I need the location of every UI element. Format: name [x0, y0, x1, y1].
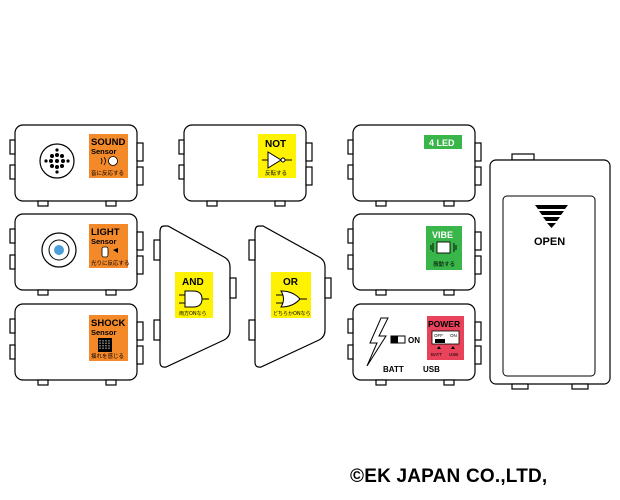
and-caption: 両方ONなら	[179, 310, 207, 317]
not-title: NOT	[265, 139, 286, 150]
or-gate-module: OR どちらかONなら	[248, 225, 332, 368]
not-gate-icon	[262, 151, 292, 169]
not-caption: 反転する	[265, 169, 287, 177]
vibration-motor-icon	[430, 241, 457, 254]
sound-caption: 音に反応する	[91, 169, 124, 177]
or-gate-icon	[276, 290, 307, 308]
and-gate-icon	[179, 290, 209, 308]
or-title: OR	[283, 277, 299, 288]
sound-subtitle: Sensor	[91, 147, 117, 156]
hand-flashlight-icon	[101, 246, 118, 258]
power-title: POWER	[428, 319, 460, 329]
led-label-panel	[424, 135, 462, 149]
sound-label-panel	[89, 134, 128, 178]
not-gate-module: NOT 反転する	[178, 124, 313, 207]
shock-sensor-module: SHOCK Sensor 揺れを感じる	[9, 303, 144, 386]
usb-label: USB	[423, 365, 440, 374]
not-label-panel	[258, 134, 296, 178]
led-title: 4 LED	[429, 138, 455, 148]
sound-title: SOUND	[91, 137, 125, 148]
lightning-bolt-icon	[366, 317, 389, 367]
light-sensor-lens-icon	[41, 232, 77, 268]
microphone-icon	[39, 143, 75, 179]
and-title: AND	[182, 277, 204, 288]
light-caption: 光りに反応する	[91, 259, 130, 267]
vibe-module: VIBE 振動する	[347, 213, 482, 296]
power-arrow-batt: BATT	[431, 352, 442, 357]
led-module: 4 LED	[347, 124, 482, 207]
light-subtitle: Sensor	[91, 237, 117, 246]
and-gate-module: AND 両方ONなら	[153, 225, 237, 368]
shock-title: SHOCK	[91, 318, 125, 329]
power-switch-on-text: ON	[450, 333, 457, 338]
open-label: OPEN	[534, 236, 565, 248]
power-switch-icon	[390, 335, 406, 344]
open-arrow-icon	[535, 205, 568, 228]
or-caption: どちらかONなら	[273, 310, 311, 317]
power-on-label: ON	[408, 336, 420, 345]
copyright-notice: ©EK JAPAN CO.,LTD,	[350, 466, 548, 487]
light-label-panel	[89, 224, 128, 268]
shock-subtitle: Sensor	[91, 328, 117, 337]
shock-caption: 揺れを感じる	[91, 352, 124, 360]
vibe-title: VIBE	[432, 230, 453, 240]
power-arrow-usb: USB	[449, 352, 458, 357]
batt-label: BATT	[383, 365, 404, 374]
power-switch-off-text: OFF	[434, 333, 443, 338]
light-sensor-module: LIGHT Sensor 光りに反応する	[9, 213, 144, 296]
power-module: ON BATT USB POWER OFF ON BATT USB	[347, 303, 482, 386]
sound-sensor-module: SOUND Sensor 音に反応する	[9, 124, 144, 207]
ear-icon	[100, 156, 118, 166]
light-title: LIGHT	[91, 227, 120, 238]
vibe-caption: 振動する	[433, 260, 455, 268]
battery-box: OPEN	[489, 153, 611, 390]
shock-pattern-icon	[98, 338, 112, 352]
